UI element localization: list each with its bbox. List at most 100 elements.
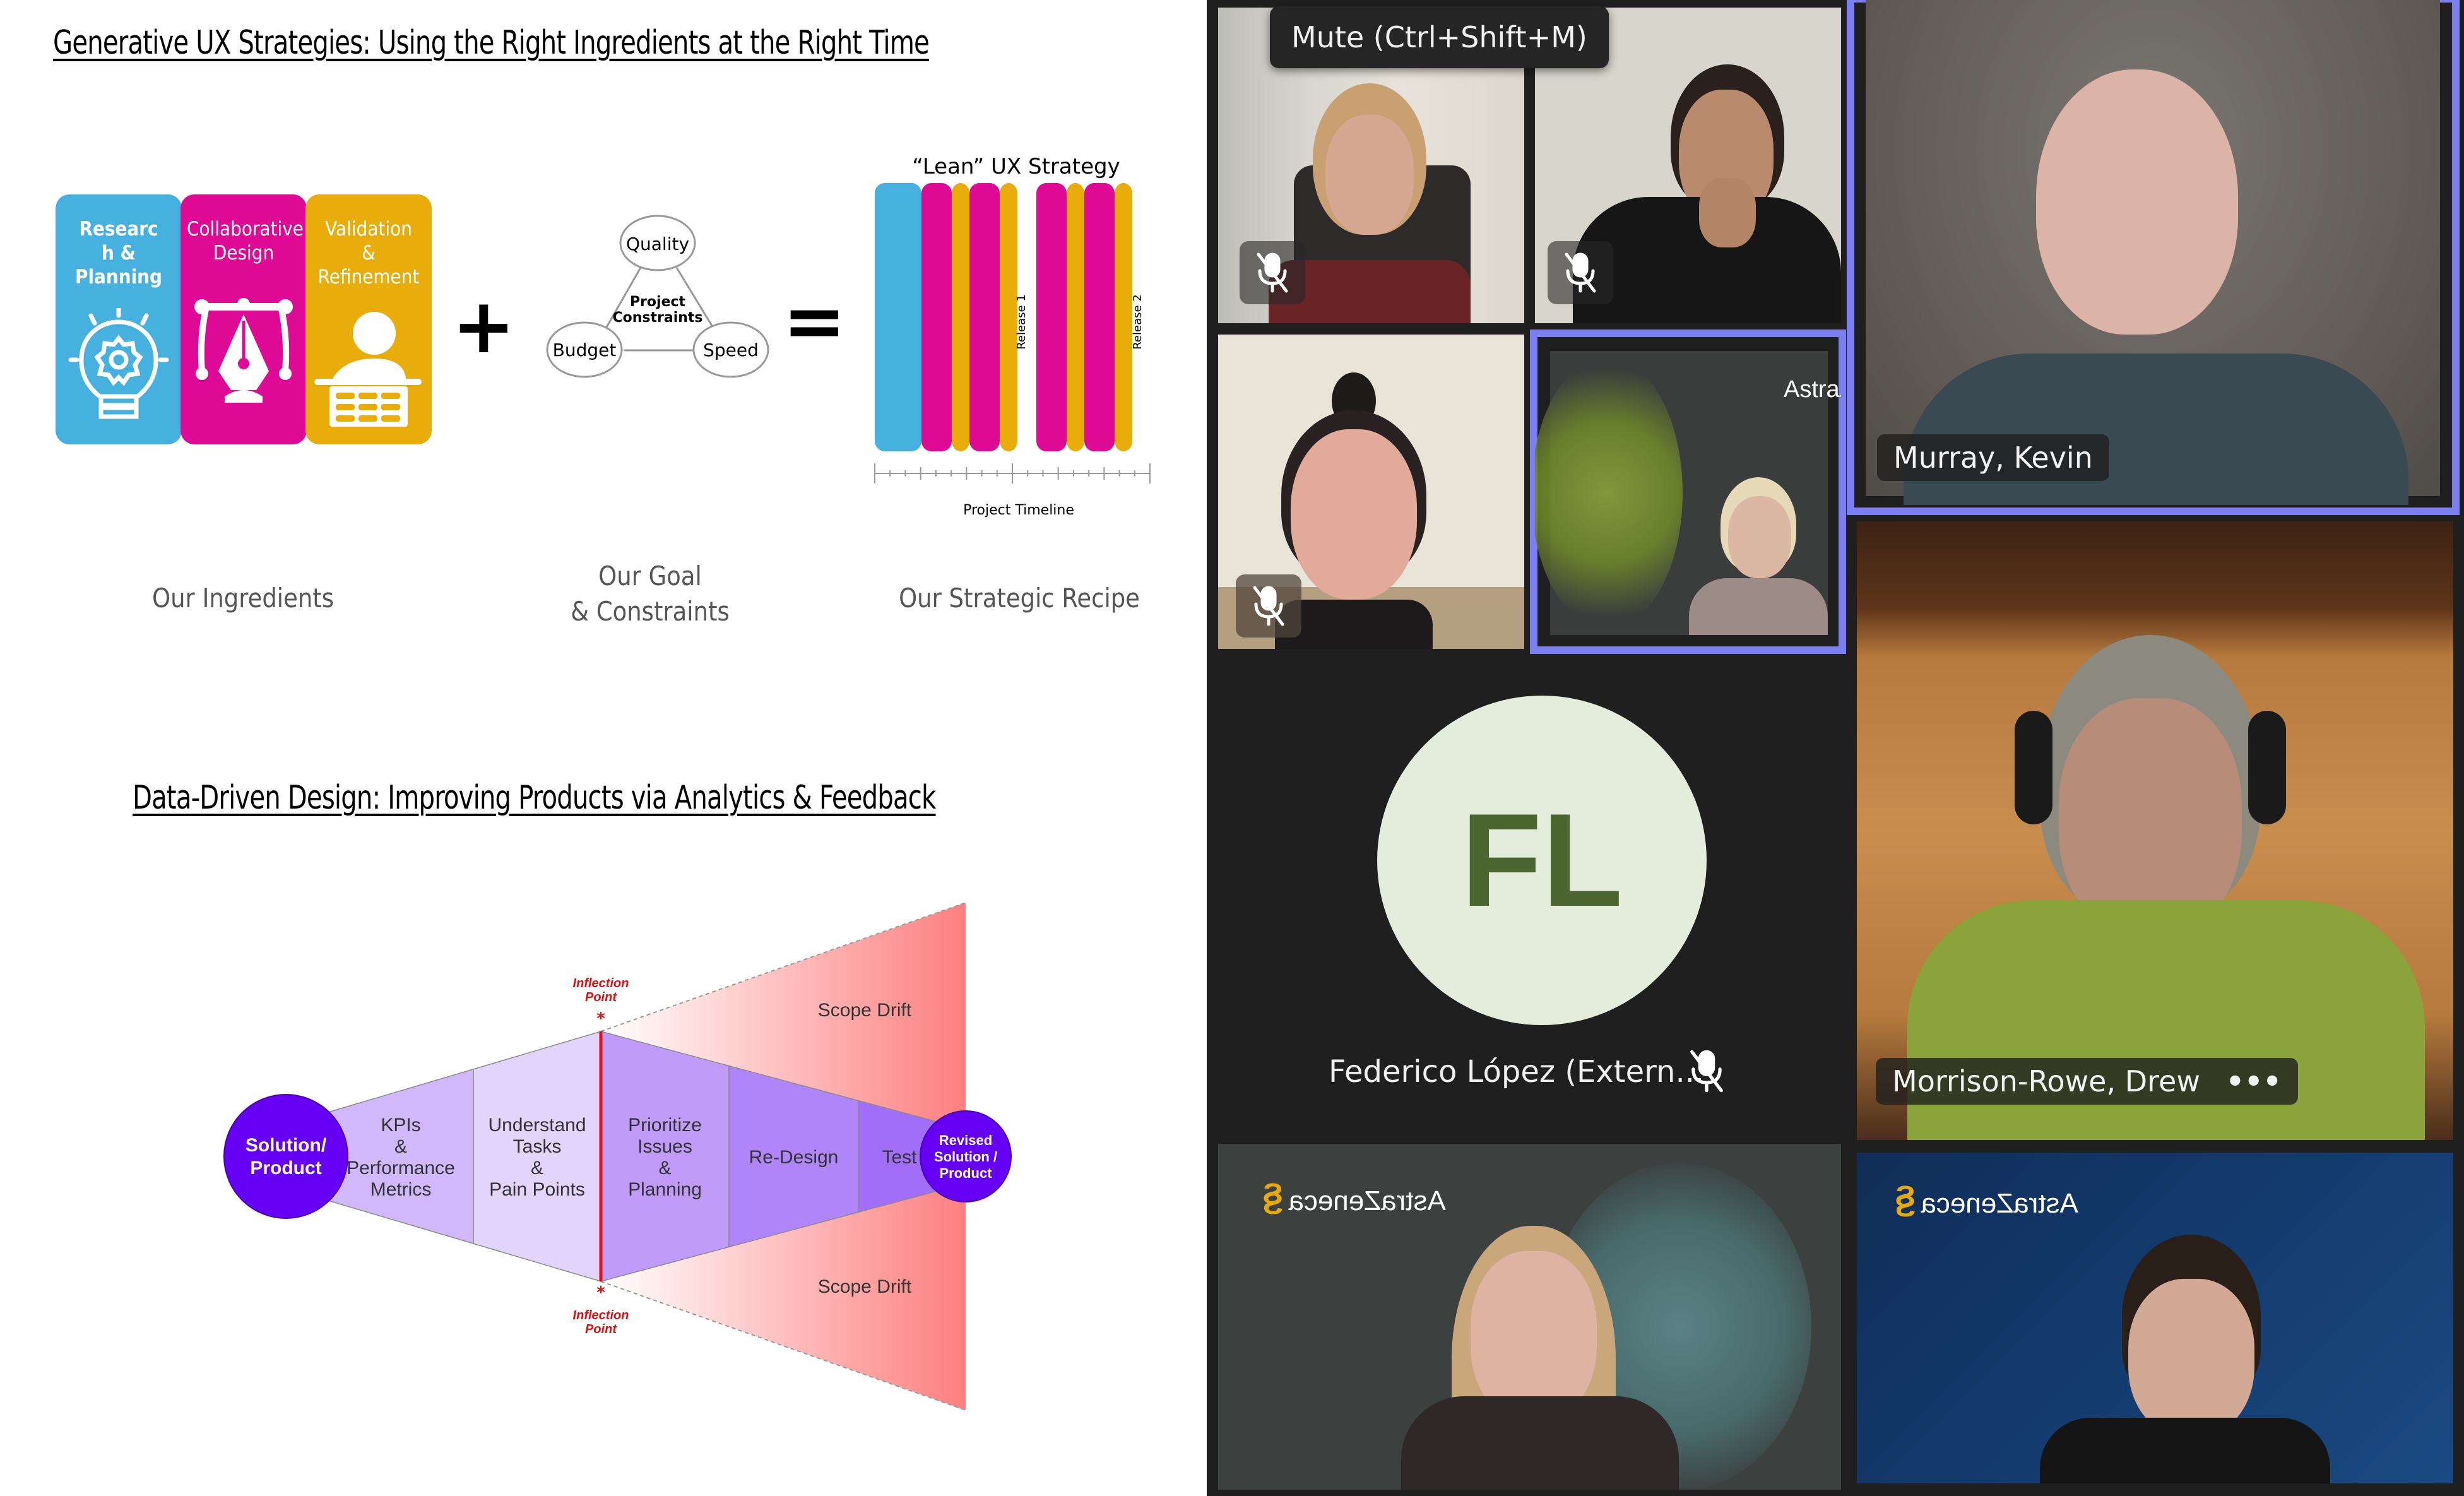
scope-drift-label: Scope Drift xyxy=(818,1000,912,1021)
inflection-marker: * xyxy=(596,1283,605,1302)
section1-title: Generative UX Strategies: Using the Righ… xyxy=(53,24,930,62)
participant-tile-3[interactable] xyxy=(1218,335,1524,649)
funnel-stage-label: Pain Points xyxy=(489,1179,585,1200)
participant-name: Morrison-Rowe, Drew xyxy=(1892,1064,2200,1098)
lean-bar-design xyxy=(921,183,952,451)
lean-bar-design xyxy=(969,183,1000,451)
release-label: Release 2 xyxy=(1131,294,1144,350)
equals-sign: = xyxy=(783,278,846,365)
muted-indicator xyxy=(1548,241,1613,304)
scope-drift-bottom xyxy=(601,1182,966,1410)
funnel-stage-label: & xyxy=(531,1158,543,1178)
presentation-slide: Generative UX Strategies: Using the Righ… xyxy=(0,0,1207,1496)
card-label: Design xyxy=(213,242,275,264)
participant-tile-drew[interactable]: Morrison-Rowe, Drew ••• xyxy=(1857,521,2453,1140)
funnel-stage-label: Issues xyxy=(637,1136,692,1157)
background-brand-text: AstraZ xyxy=(1784,376,1841,403)
section2-title: Data-Driven Design: Improving Products v… xyxy=(133,779,936,817)
ingredient-card-research: Researc h & Planning xyxy=(56,194,182,444)
hand-shape xyxy=(1699,178,1756,247)
drift-edge-bottom xyxy=(600,1281,966,1411)
lean-bar-validation xyxy=(1067,183,1084,451)
funnel-stage-label: & xyxy=(658,1158,671,1178)
caption-goal-line1: Our Goal xyxy=(598,561,702,591)
participant-tile-2[interactable] xyxy=(1535,8,1841,323)
release-label: Release 1 xyxy=(1015,294,1028,350)
caption-goal-line2: & Constraints xyxy=(571,596,730,627)
lean-bar-validation xyxy=(1000,183,1017,451)
video-feed xyxy=(1866,0,2440,505)
more-options-button[interactable]: ••• xyxy=(2225,1064,2282,1098)
participant-tile-federico[interactable]: FL Federico López (Extern... xyxy=(1218,656,1841,1137)
shirt-shape xyxy=(1689,578,1828,635)
edge-quality-speed xyxy=(675,267,713,326)
participant-tile-kevin-speaking[interactable]: Murray, Kevin xyxy=(1847,0,2460,515)
muted-indicator xyxy=(1236,574,1301,638)
face-shape xyxy=(2128,1279,2254,1437)
card-label: & xyxy=(362,242,376,264)
end-node-label: Product xyxy=(939,1165,992,1181)
face-shape xyxy=(2059,698,2242,938)
funnel-stage-label: Tasks xyxy=(513,1136,562,1157)
funnel-stage-label: Planning xyxy=(628,1179,702,1200)
face-shape xyxy=(1728,496,1791,578)
lean-strategy-title: “Lean” UX Strategy xyxy=(912,154,1120,179)
avatar-initials-text: FL xyxy=(1460,786,1623,934)
drift-edge-top xyxy=(600,902,966,1032)
lean-strategy-timeline: Release 1 Release 2 Project Timeline xyxy=(874,183,1151,518)
node-quality-label: Quality xyxy=(626,234,689,254)
node-budget-label: Budget xyxy=(553,340,617,360)
avatar-initials: FL xyxy=(1377,696,1707,1025)
mic-off-icon xyxy=(1565,252,1596,293)
inflection-marker: * xyxy=(596,1009,605,1028)
shirt-shape xyxy=(1401,1396,1679,1490)
funnel-stage-label: Test xyxy=(882,1147,917,1168)
end-node-label: Solution / xyxy=(934,1149,997,1165)
card-label: Refinement xyxy=(317,266,420,288)
lightbulb-gear-icon xyxy=(68,308,169,419)
plus-sign: + xyxy=(452,283,516,371)
ingredient-card-validation: Validation & Refinement xyxy=(305,194,432,444)
astrazeneca-logo: AstraZeneca§ xyxy=(1262,1176,1446,1218)
caption-recipe: Our Strategic Recipe xyxy=(899,583,1140,614)
video-call-panel: Mute (Ctrl+Shift+M) AstraZ Murray, Kevin xyxy=(1207,0,2464,1496)
caption-goal: Our Goal & Constraints xyxy=(533,559,767,629)
face-shape xyxy=(1325,115,1414,235)
scope-drift-label: Scope Drift xyxy=(818,1276,912,1297)
start-node-label: Product xyxy=(250,1158,321,1178)
face-shape xyxy=(1291,429,1417,600)
timeline-axis-label: Project Timeline xyxy=(963,502,1074,518)
face-shape xyxy=(1471,1251,1597,1422)
mic-off-icon xyxy=(1253,586,1284,626)
node-speed xyxy=(692,321,769,378)
globe-graphic xyxy=(1535,357,1683,629)
muted-indicator xyxy=(1240,241,1305,304)
card-label: Planning xyxy=(75,266,162,288)
inflection-label-bottom: Point xyxy=(585,1322,617,1336)
caption-ingredients: Our Ingredients xyxy=(151,583,335,614)
funnel-stage-label: Understand xyxy=(488,1115,586,1136)
funnel-stage-label: Prioritize xyxy=(628,1115,702,1136)
lean-bar-validation xyxy=(1115,183,1132,451)
ingredient-card-design: Collaborative Design xyxy=(181,194,307,444)
center-label: Constraints xyxy=(612,310,702,326)
scope-drift-top xyxy=(601,903,966,1131)
user-checklist-icon xyxy=(314,312,422,427)
participant-name: Federico López (Extern... xyxy=(1329,1054,1705,1089)
participant-name-tag: Morrison-Rowe, Drew ••• xyxy=(1876,1058,2298,1105)
lean-bar-validation xyxy=(952,183,969,451)
node-speed-label: Speed xyxy=(703,340,759,360)
edge-quality-budget xyxy=(605,267,642,329)
mic-off-icon xyxy=(1690,1050,1723,1093)
shirt-shape xyxy=(1904,353,2408,505)
virtual-background: AstraZ xyxy=(1535,351,1841,635)
data-driven-design-diagram: KPIs&PerformanceMetricsUnderstandTasks&P… xyxy=(223,902,1012,1411)
participant-tile-4-speaking[interactable]: AstraZ xyxy=(1530,329,1846,654)
lean-bar-research xyxy=(875,183,921,451)
participant-tile-az-2[interactable]: AstraZeneca§ xyxy=(1857,1153,2453,1483)
headset-right xyxy=(2248,711,2286,824)
participant-tile-az-1[interactable]: AstraZeneca§ xyxy=(1218,1144,1841,1490)
end-node-label: Revised xyxy=(939,1132,992,1148)
astrazeneca-logo: AstraZeneca§ xyxy=(1895,1178,2078,1221)
start-node xyxy=(223,1094,348,1219)
